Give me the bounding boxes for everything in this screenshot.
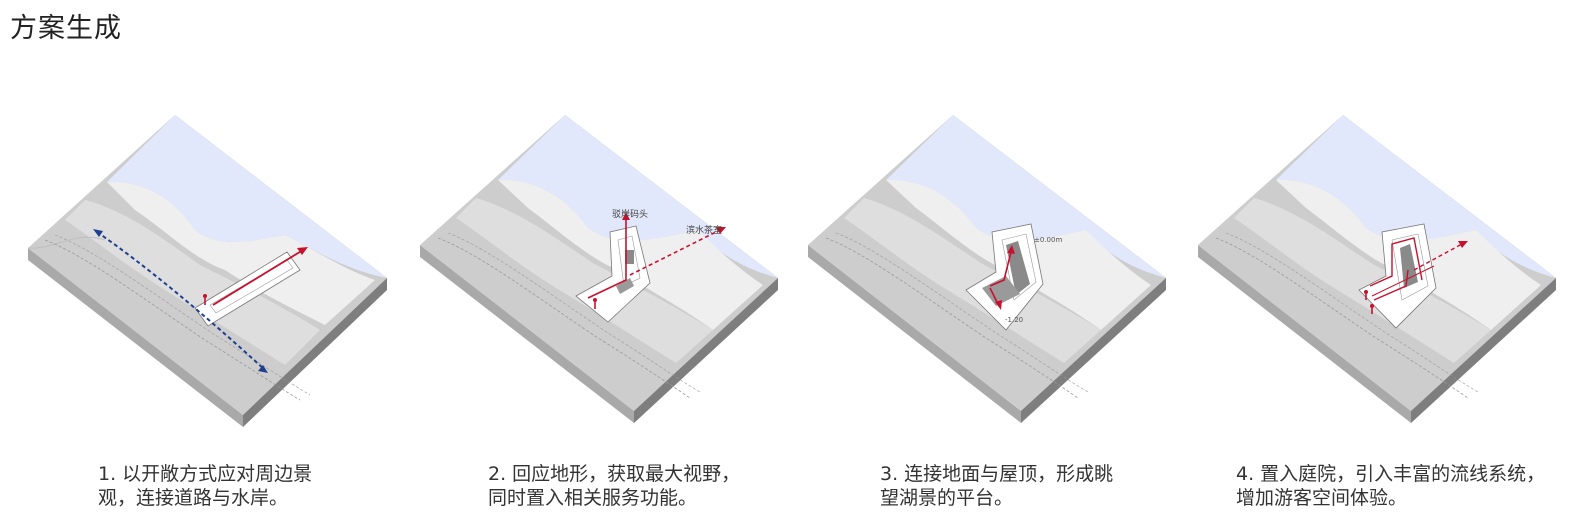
block-side-left — [28, 248, 243, 427]
caption-line: 增加游客空间体验。 — [1236, 487, 1408, 509]
building-volume — [194, 251, 301, 327]
lake-water — [498, 115, 778, 278]
path-arrow — [212, 249, 304, 306]
terrain-contour — [1234, 198, 1491, 363]
circulation-path — [1371, 265, 1435, 297]
caption-line: 望湖景的平台。 — [880, 487, 1014, 509]
block-side-left — [420, 245, 634, 423]
courtyard — [1400, 244, 1418, 288]
caption-line: 2. 回应地形，获取最大视野， — [488, 463, 741, 485]
terrain-contour — [844, 198, 1101, 363]
arrow-head-icon — [716, 227, 726, 234]
person-icon — [203, 294, 207, 305]
terrain-contour — [107, 181, 375, 325]
diagram-step-2: 驳岸码头 滨水茶室 — [418, 100, 808, 440]
circulation-path — [1373, 269, 1409, 301]
caption-step-3: 3. 连接地面与屋顶，形成眺 望湖景的平台。 — [880, 462, 1200, 510]
page-title: 方案生成 — [10, 13, 122, 44]
caption-step-1: 1. 以开敞方式应对周边景 观，连接道路与水岸。 — [98, 462, 418, 510]
block-side-left — [808, 245, 1021, 423]
path-arrow — [989, 287, 999, 305]
terrain-contour — [456, 198, 713, 363]
lake-water — [1276, 115, 1556, 278]
arrow-head-icon — [258, 365, 268, 373]
person-icon — [593, 298, 597, 309]
caption-line: 1. 以开敞方式应对周边景 — [98, 463, 313, 485]
building-core — [625, 250, 634, 264]
person-icon — [1370, 304, 1374, 314]
caption-line: 3. 连接地面与屋顶，形成眺 — [880, 463, 1114, 485]
arrow-head-icon — [1458, 241, 1468, 248]
terrain-contour — [65, 200, 320, 365]
ramp-surface — [982, 276, 1020, 306]
arrow-head-icon — [622, 212, 630, 220]
lake-water — [107, 115, 387, 278]
block-side-left — [1198, 245, 1411, 423]
path-arrow-dashed — [629, 229, 721, 276]
path-arrow — [587, 218, 627, 299]
person-icon — [1364, 290, 1368, 300]
diagram-step-1 — [25, 100, 415, 440]
arrow-head-icon — [297, 247, 308, 255]
label-teahouse: 滨水茶室 — [686, 224, 722, 236]
arrow-head-icon — [1007, 245, 1015, 254]
caption-step-2: 2. 回应地形，获取最大视野， 同时置入相关服务功能。 — [488, 462, 808, 510]
ramp-surface — [1006, 241, 1030, 295]
label-elevation: ±0.00m — [1034, 236, 1062, 244]
path-arrow-dashed — [1413, 243, 1463, 271]
label-pier: 驳岸码头 — [612, 209, 648, 220]
arrow-head-icon — [93, 229, 103, 237]
circulation-path — [1369, 237, 1423, 287]
caption-line: 同时置入相关服务功能。 — [488, 487, 698, 509]
arrow-head-icon — [995, 300, 1002, 310]
path-arrow — [989, 251, 1012, 287]
lake-water — [886, 115, 1166, 278]
road-path — [96, 231, 266, 371]
diagram-step-4 — [1196, 100, 1582, 440]
caption-line: 4. 置入庭院，引入丰富的流线系统， — [1236, 463, 1546, 485]
caption-step-4: 4. 置入庭院，引入丰富的流线系统， 增加游客空间体验。 — [1236, 462, 1556, 510]
diagram-step-3: ±0.00m -1.20 — [806, 100, 1196, 440]
label-low: -1.20 — [1005, 316, 1023, 324]
caption-line: 观，连接道路与水岸。 — [98, 487, 289, 509]
